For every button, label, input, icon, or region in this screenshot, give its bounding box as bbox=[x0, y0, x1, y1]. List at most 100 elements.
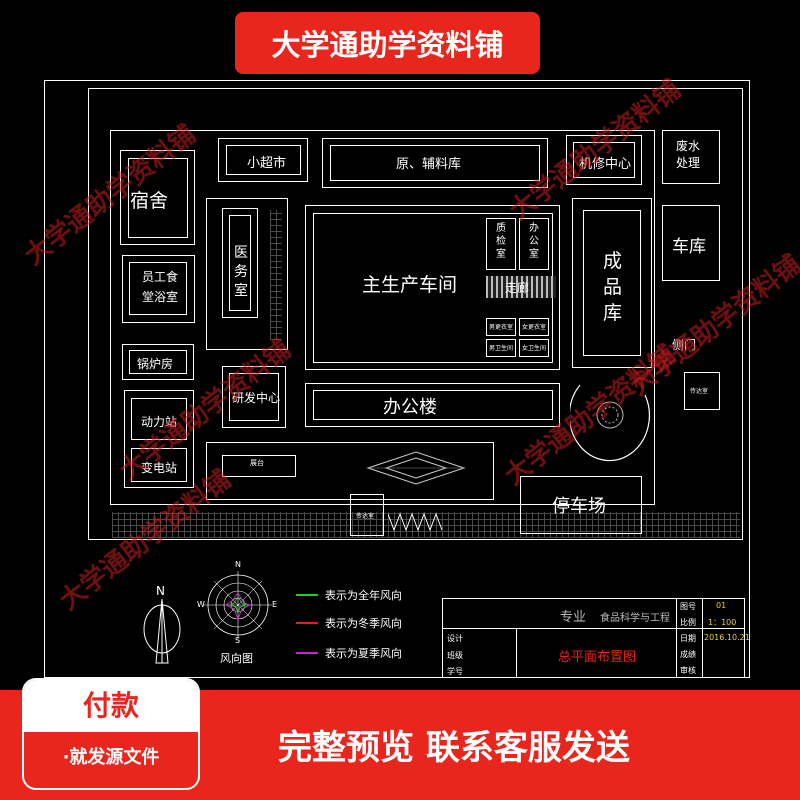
north-arrow-icon bbox=[143, 598, 181, 664]
power-label: 动力站 bbox=[141, 415, 178, 429]
tb-scale: 1：100 bbox=[708, 618, 737, 627]
parking-label: 停车场 bbox=[552, 496, 606, 517]
building-boiler bbox=[122, 344, 194, 380]
building-finished-store-inner bbox=[583, 210, 641, 356]
north-label: N bbox=[156, 584, 165, 598]
canteen-label: 员工食堂浴室 bbox=[141, 270, 178, 304]
fountain-diamond bbox=[366, 451, 466, 485]
tb-score-label: 成绩 bbox=[680, 650, 696, 659]
room-small-1 bbox=[486, 318, 516, 336]
tb-fig-no-label: 图号 bbox=[680, 602, 696, 611]
main-gate bbox=[388, 512, 443, 532]
pay-card[interactable]: 付款 ·就发源文件 bbox=[22, 678, 200, 790]
tb-designer-label: 设计 bbox=[447, 634, 463, 643]
shop-banner: 大学通助学资料铺 bbox=[235, 12, 540, 74]
building-supermarket bbox=[218, 138, 308, 182]
corridor bbox=[486, 276, 556, 298]
building-power-group bbox=[124, 390, 194, 488]
boiler-label: 锅炉房 bbox=[137, 357, 174, 371]
corridor-label: 走廊 bbox=[505, 281, 530, 295]
wind-rose-n: N bbox=[235, 560, 241, 569]
legend-line-summer bbox=[296, 652, 318, 654]
legend-annual: 表示为全年风向 bbox=[325, 589, 402, 602]
side-gate-label: 侧门 bbox=[672, 338, 697, 352]
legend-summer: 表示为夏季风向 bbox=[325, 647, 402, 660]
platform-label: 展台 bbox=[250, 459, 264, 467]
room-small-4 bbox=[519, 339, 549, 357]
legend-line-annual bbox=[296, 594, 318, 596]
small-room-1-label: 男更衣室 bbox=[489, 324, 514, 331]
building-rnd-inner bbox=[229, 373, 279, 421]
office-room-label: 办公室 bbox=[529, 223, 539, 260]
pay-title: 付款 bbox=[24, 680, 198, 732]
qc-label: 质检室 bbox=[496, 223, 506, 260]
tb-vline-2 bbox=[676, 598, 677, 678]
building-main-workshop bbox=[305, 205, 560, 370]
clinic-label: 医务室 bbox=[234, 245, 248, 299]
building-canteen bbox=[122, 255, 195, 323]
pay-sub: ·就发源文件 bbox=[62, 747, 160, 768]
building-garage bbox=[662, 205, 720, 281]
tb-major-label: 专业 bbox=[560, 610, 587, 625]
tb-vline-1 bbox=[516, 628, 517, 678]
building-repair-inner bbox=[573, 142, 635, 178]
building-canteen-inner bbox=[129, 262, 187, 315]
building-finished-store bbox=[572, 198, 652, 368]
room-small-2 bbox=[519, 318, 549, 336]
building-dorm bbox=[120, 150, 195, 245]
raw-store-label: 原、辅料库 bbox=[396, 157, 462, 172]
building-raw-store-inner bbox=[330, 145, 540, 181]
waste-water-label: 废水处理 bbox=[676, 139, 701, 170]
platform bbox=[222, 455, 296, 477]
ring-road bbox=[110, 130, 655, 505]
building-office-inner bbox=[313, 390, 553, 420]
office-building-label: 办公楼 bbox=[383, 397, 437, 418]
building-rnd bbox=[222, 366, 286, 428]
tb-scale-label: 比例 bbox=[680, 618, 696, 627]
building-clinic-inner bbox=[222, 208, 258, 318]
guard-right bbox=[684, 372, 720, 410]
wind-rose-e: E bbox=[272, 600, 278, 609]
clinic-hatch bbox=[270, 210, 282, 340]
building-clinic bbox=[206, 198, 288, 350]
preview-text: 完整预览 联系客服发送 bbox=[278, 728, 630, 768]
building-office bbox=[305, 383, 560, 427]
legend-winter: 表示为冬季风向 bbox=[325, 617, 402, 630]
tb-review-label: 审核 bbox=[680, 666, 696, 675]
small-room-4-label: 女卫生间 bbox=[522, 345, 547, 352]
supermarket-label: 小超市 bbox=[247, 156, 287, 171]
repair-label: 机修中心 bbox=[579, 157, 632, 172]
room-qc bbox=[486, 218, 516, 270]
building-dorm-inner bbox=[128, 158, 188, 238]
tb-major: 食品科学与工程 bbox=[600, 613, 670, 624]
rnd-label: 研发中心 bbox=[232, 391, 281, 405]
room-small-3 bbox=[486, 339, 516, 357]
building-substation bbox=[131, 448, 187, 482]
building-waste-water bbox=[662, 130, 720, 184]
substation-label: 变电站 bbox=[141, 461, 178, 475]
garage-label: 车库 bbox=[672, 237, 706, 257]
wind-rose-w: W bbox=[197, 600, 205, 609]
small-room-2-label: 女更衣室 bbox=[522, 324, 547, 331]
tb-fig-no: 01 bbox=[716, 601, 727, 610]
wind-rose-icon bbox=[204, 571, 272, 639]
building-supermarket-inner bbox=[226, 145, 301, 175]
building-repair bbox=[566, 135, 642, 185]
building-boiler-inner bbox=[129, 350, 187, 374]
guard-right-label: 传达室 bbox=[690, 388, 709, 395]
tb-student-label: 学号 bbox=[447, 667, 463, 676]
dorm-label: 宿舍 bbox=[130, 190, 169, 212]
legend-line-winter bbox=[296, 622, 318, 624]
tb-drawing-title: 总平面布置图 bbox=[558, 650, 637, 665]
roundabout bbox=[570, 384, 650, 462]
tb-hline-1 bbox=[442, 628, 745, 629]
site-boundary bbox=[88, 88, 743, 540]
building-clinic-core bbox=[229, 215, 251, 311]
tb-date-label: 日期 bbox=[680, 634, 696, 643]
guard-left bbox=[350, 494, 384, 536]
tb-class-label: 班级 bbox=[447, 651, 463, 660]
building-raw-store bbox=[322, 138, 548, 188]
parking-lot bbox=[520, 476, 642, 534]
wind-rose-label: 风向图 bbox=[220, 652, 253, 665]
drawing-frame bbox=[44, 80, 750, 678]
